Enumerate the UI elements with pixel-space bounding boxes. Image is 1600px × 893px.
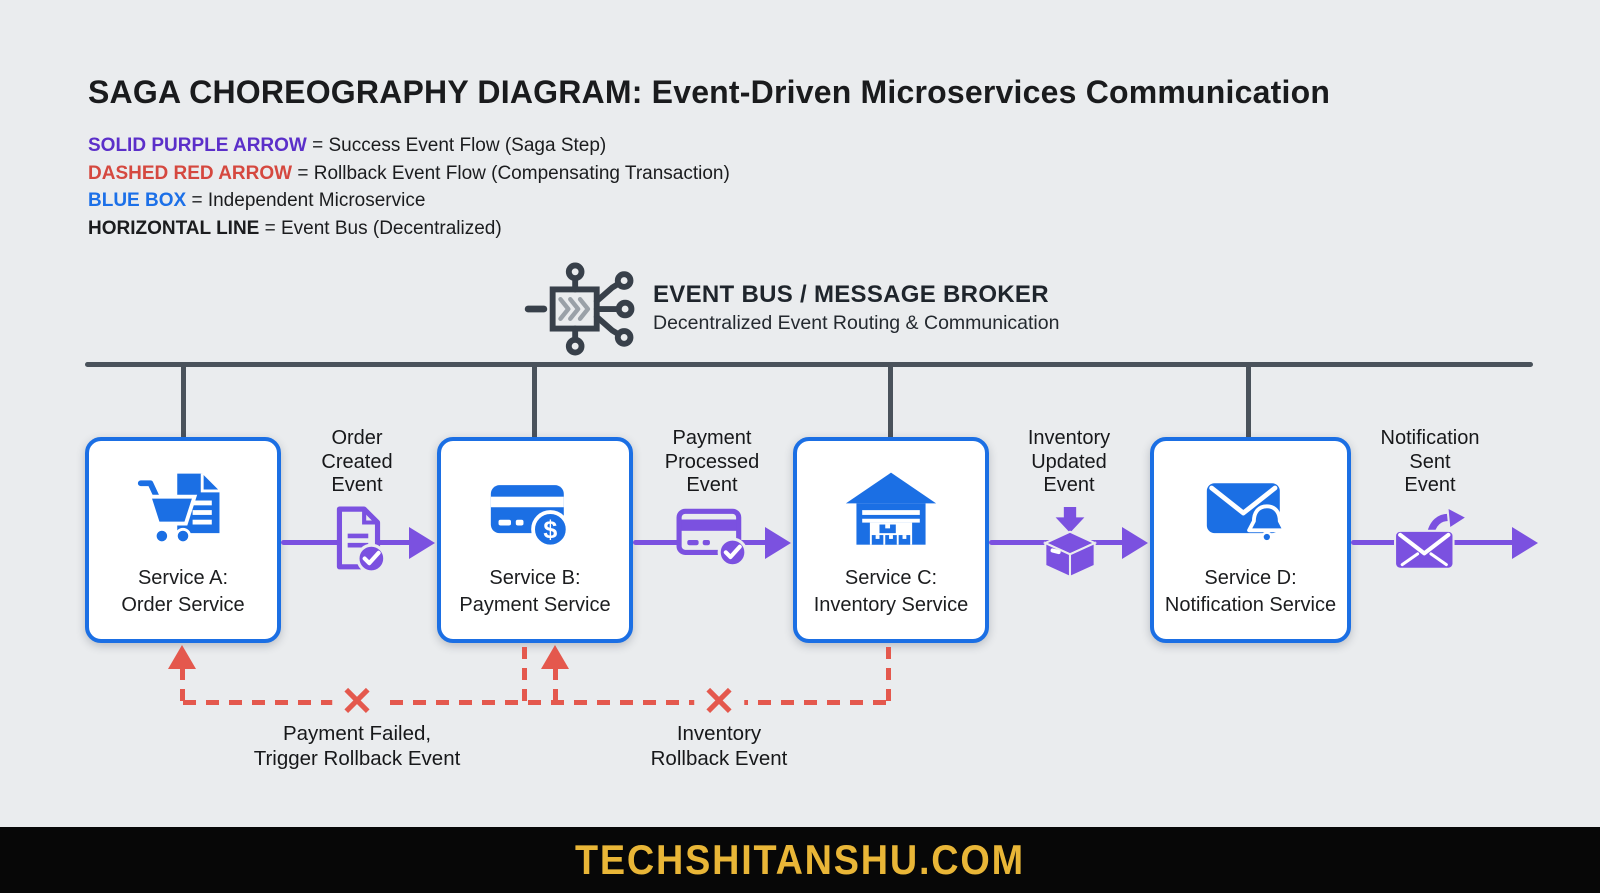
- event-bus-pipeline-icon: [524, 262, 642, 361]
- rollback-label-line: Rollback Event: [650, 746, 788, 770]
- rollback-label-line: Inventory: [676, 722, 762, 745]
- event-bus-subtitle: Decentralized Event Routing & Communicat…: [653, 312, 1060, 334]
- event-label-line: Event: [686, 474, 738, 496]
- service-label: Service C: Inventory Service: [814, 565, 969, 619]
- event-label-line: Event: [1404, 474, 1456, 496]
- event-label-line: Order: [331, 427, 383, 449]
- package-down-arrow-icon: [1035, 505, 1105, 584]
- bus-connector-service-c: [888, 364, 893, 437]
- event-label-line: Event: [331, 474, 383, 496]
- rollback-x-mark: ✕: [694, 682, 744, 722]
- rollback-label-line: Trigger Rollback Event: [253, 746, 461, 770]
- service-label: Service D: Notification Service: [1165, 565, 1336, 619]
- legend-term: SOLID PURPLE ARROW: [88, 135, 307, 156]
- legend-definition: = Event Bus (Decentralized): [259, 217, 502, 239]
- rollback-vertical-from-c: [886, 647, 891, 704]
- rollback-vertical-from-b: [522, 647, 527, 704]
- service-label-line2: Order Service: [121, 594, 245, 616]
- bus-connector-service-d: [1246, 364, 1251, 437]
- service-label-line2: Inventory Service: [813, 594, 969, 616]
- legend-line-solid-purple-arrow: SOLID PURPLE ARROW = Success Event Flow …: [88, 132, 730, 160]
- credit-card-dollar-icon: $: [487, 465, 583, 561]
- envelope-bell-icon: [1203, 465, 1299, 561]
- rollback-vertical-into-a: [180, 668, 185, 704]
- cart-document-icon: [135, 465, 231, 561]
- rollback-dashed-line: [183, 700, 889, 705]
- service-label-line1: Service A:: [137, 567, 229, 589]
- service-label-line1: Service C:: [844, 567, 938, 589]
- event-label-notification-sent: Notification Sent Event: [1345, 427, 1515, 498]
- success-arrowhead: [1122, 527, 1148, 559]
- success-arrowhead: [765, 527, 791, 559]
- legend-line-dashed-red-arrow: DASHED RED ARROW = Rollback Event Flow (…: [88, 160, 730, 188]
- legend: SOLID PURPLE ARROW = Success Event Flow …: [88, 132, 730, 242]
- service-box-payment: $ Service B: Payment Service: [437, 437, 633, 643]
- event-bus-title: EVENT BUS / MESSAGE BROKER: [653, 281, 1049, 308]
- footer-bar: TECHSHITANSHU.COM: [0, 827, 1600, 893]
- event-label-line: Processed: [664, 450, 760, 473]
- event-label-line: Updated: [1031, 450, 1107, 473]
- event-label-line: Created: [321, 450, 393, 473]
- service-label-line1: Service D:: [1204, 567, 1297, 589]
- service-label: Service B: Payment Service: [459, 565, 610, 619]
- event-label-line: Inventory: [1027, 427, 1111, 449]
- event-bus-line: [85, 362, 1533, 367]
- legend-line-blue-box: BLUE BOX = Independent Microservice: [88, 187, 730, 215]
- rollback-vertical-into-b: [553, 668, 558, 704]
- document-check-icon: [326, 505, 392, 580]
- rollback-arrowhead-into-a: [168, 645, 196, 669]
- rollback-x-mark: ✕: [332, 682, 382, 722]
- event-label-line: Payment: [672, 427, 752, 449]
- footer-site-name: TECHSHITANSHU.COM: [575, 836, 1025, 883]
- bus-connector-service-b: [532, 364, 537, 437]
- legend-term: BLUE BOX: [88, 190, 187, 211]
- legend-line-horizontal-line: HORIZONTAL LINE = Event Bus (Decentraliz…: [88, 215, 730, 243]
- svg-text:$: $: [543, 516, 557, 544]
- event-label-payment-processed: Payment Processed Event: [627, 427, 797, 498]
- rollback-arrowhead-into-b: [541, 645, 569, 669]
- service-label-line1: Service B:: [489, 567, 581, 589]
- rollback-label-payment-failed: Payment Failed, Trigger Rollback Event: [177, 722, 537, 771]
- rollback-label-inventory-rollback: Inventory Rollback Event: [539, 722, 899, 771]
- service-label-line2: Payment Service: [459, 594, 611, 616]
- service-box-order: Service A: Order Service: [85, 437, 281, 643]
- event-label-inventory-updated: Inventory Updated Event: [984, 427, 1154, 498]
- service-label-line2: Notification Service: [1164, 594, 1337, 616]
- bus-connector-service-a: [181, 364, 186, 437]
- warehouse-icon: [843, 465, 939, 561]
- legend-term: DASHED RED ARROW: [88, 162, 293, 184]
- service-box-inventory: Service C: Inventory Service: [793, 437, 989, 643]
- service-box-notification: Service D: Notification Service: [1150, 437, 1351, 643]
- envelope-send-icon: [1393, 505, 1473, 578]
- rollback-label-line: Payment Failed,: [282, 722, 432, 745]
- event-label-order-created: Order Created Event: [272, 427, 442, 498]
- event-label-line: Event: [1043, 474, 1095, 496]
- legend-definition: = Success Event Flow (Saga Step): [306, 135, 607, 156]
- legend-definition: = Rollback Event Flow (Compensating Tran…: [292, 162, 730, 184]
- legend-definition: = Independent Microservice: [186, 190, 426, 211]
- legend-term: HORIZONTAL LINE: [88, 217, 260, 239]
- success-arrowhead: [1512, 527, 1538, 559]
- event-label-line: Notification: [1380, 427, 1480, 449]
- card-check-icon: [676, 505, 750, 576]
- page-title: SAGA CHOREOGRAPHY DIAGRAM: Event-Driven …: [88, 74, 1331, 110]
- success-arrowhead: [409, 527, 435, 559]
- service-label: Service A: Order Service: [121, 565, 244, 619]
- event-label-line: Sent: [1409, 450, 1451, 473]
